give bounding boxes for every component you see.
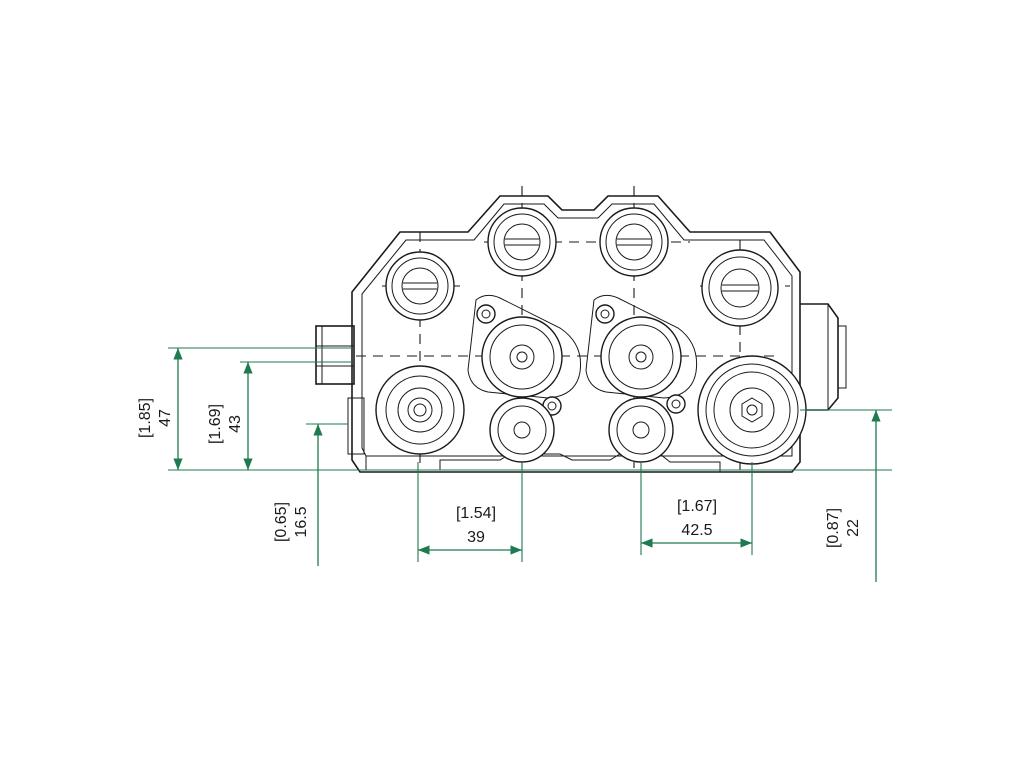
dimension-43-metric: 43 [227,415,244,433]
dimension-22-imperial: [0.87] [825,508,842,548]
dimension-43-imperial: [1.69] [207,404,224,444]
left-port-boss [315,325,355,385]
dimension-39-metric: 39 [467,529,485,546]
valve-body-outline [351,195,801,473]
port-bottom-center-right [608,397,674,463]
plug-top-center-left [487,207,557,277]
port-bottom-center-left [489,397,555,463]
dimension-16-5-metric: 16.5 [293,506,310,537]
dimension-39-imperial: [1.54] [456,505,496,522]
hex-nut-icon [741,397,763,423]
dimension-16-5-imperial: [0.65] [273,502,290,542]
port-bottom-right [697,355,807,465]
valve-body-inner-outline [361,203,793,457]
valve-base-strip [365,453,721,472]
dimension-labels: [1.85] 47 [1.69] 43 [0.65] 16.5 [1.54] 3… [137,398,862,548]
dimension-22-metric: 22 [845,519,862,537]
center-port-right [595,304,686,414]
dimension-lines [168,347,892,582]
mounting-lug-right [585,294,698,399]
dimension-42-5-metric: 42.5 [681,522,712,539]
port-bottom-left [375,365,465,455]
plug-top-left [385,251,455,321]
center-port-left [476,304,563,416]
dimension-47-imperial: [1.85] [137,398,154,438]
dimension-47-metric: 47 [157,409,174,427]
plug-top-center-right [599,207,669,277]
right-port-boss [800,303,839,411]
plug-top-right [701,249,779,327]
mounting-lug-left [467,294,582,399]
valve-body [315,195,847,473]
left-lower-tab [347,397,365,455]
dimension-42-5-imperial: [1.67] [677,498,717,515]
